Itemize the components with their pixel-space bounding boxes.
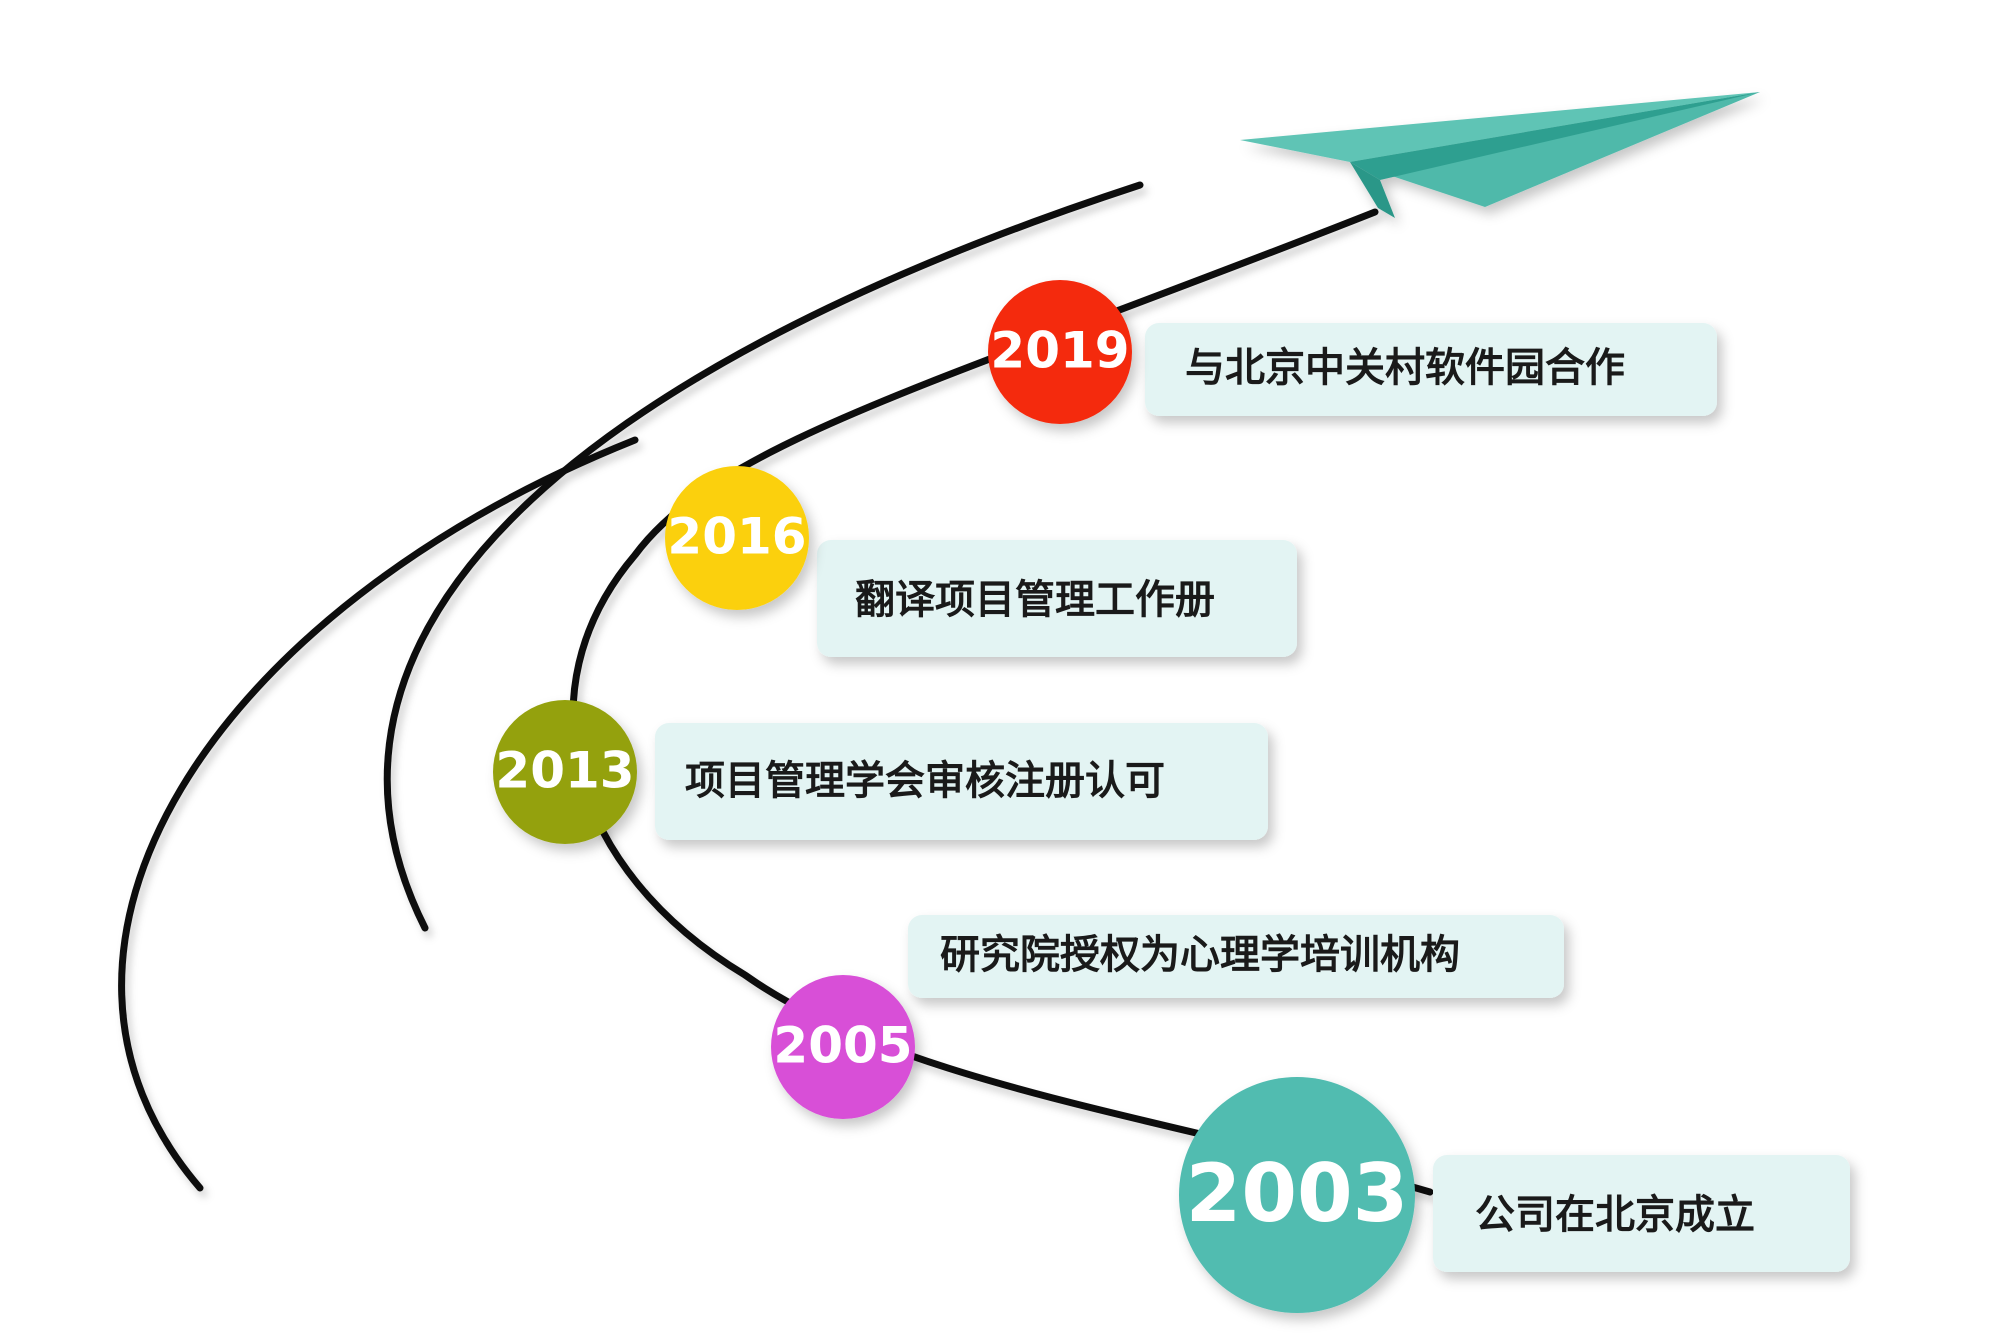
milestone-2003: 公司在北京成立 2003 [1179, 1077, 1850, 1313]
event-label: 公司在北京成立 [1475, 1192, 1755, 1238]
event-label-box [1433, 1155, 1850, 1272]
middle-arc [383, 181, 1144, 932]
decorative-arcs [118, 181, 1144, 1192]
event-label-box [655, 723, 1268, 840]
milestone-2019: 与北京中关村软件园合作 2019 [988, 280, 1717, 424]
year-circle [1179, 1077, 1415, 1313]
milestone-2016: 翻译项目管理工作册 2016 [665, 466, 1297, 657]
event-label-box [817, 540, 1297, 657]
event-label-box [908, 915, 1564, 998]
milestone-2005: 研究院授权为心理学培训机构 2005 [771, 915, 1564, 1119]
plane-body [1350, 162, 1395, 218]
year-circle [771, 975, 915, 1119]
year-circle [988, 280, 1132, 424]
milestone-2013: 项目管理学会审核注册认可 2013 [493, 700, 1268, 844]
year-label: 2013 [495, 742, 634, 800]
plane-left-wing [1240, 92, 1760, 162]
year-label: 2003 [1186, 1147, 1409, 1240]
year-circle [665, 466, 809, 610]
year-label: 2005 [773, 1017, 912, 1075]
year-label: 2016 [667, 508, 806, 566]
event-label: 翻译项目管理工作册 [855, 577, 1215, 623]
year-circle [493, 700, 637, 844]
event-label: 研究院授权为心理学培训机构 [940, 932, 1460, 978]
event-label-box [1145, 323, 1717, 416]
paper-plane-icon [1240, 92, 1760, 218]
event-label: 项目管理学会审核注册认可 [685, 758, 1165, 804]
plane-fold [1350, 92, 1760, 180]
plane-right-wing [1350, 92, 1760, 207]
outer-arc [118, 436, 639, 1192]
year-label: 2019 [990, 322, 1129, 380]
event-label: 与北京中关村软件园合作 [1185, 345, 1625, 391]
